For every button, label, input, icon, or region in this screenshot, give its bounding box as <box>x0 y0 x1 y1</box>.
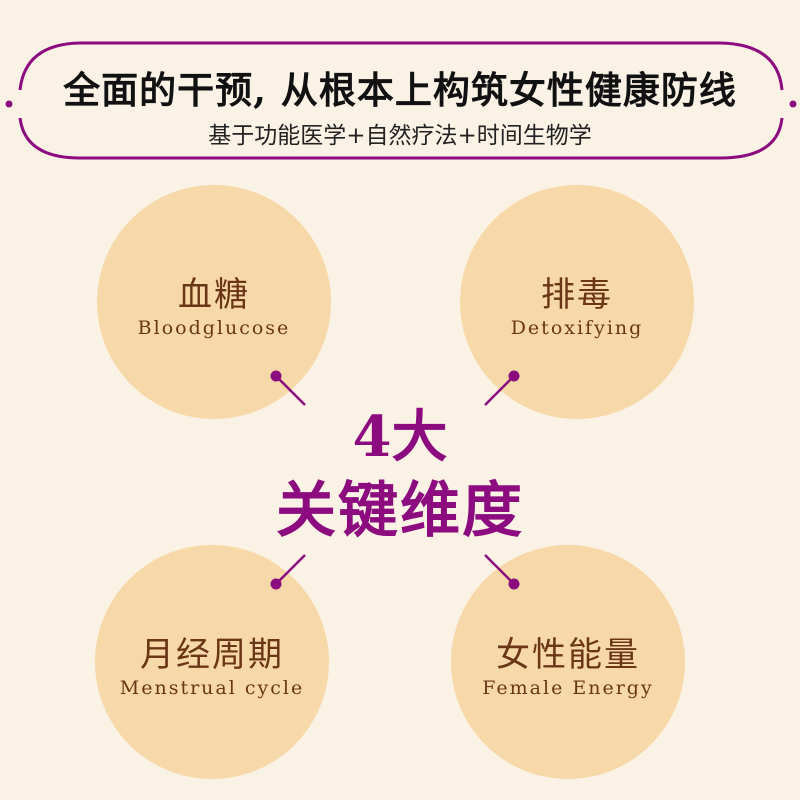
pin-line <box>484 375 515 406</box>
dimension-detoxifying: 排毒 Detoxifying <box>460 185 694 419</box>
pin-dot <box>508 578 520 590</box>
dimension-cn: 女性能量 <box>496 635 640 675</box>
dimension-en: Bloodglucose <box>137 317 291 339</box>
center-heading-count: 4大 <box>352 404 448 470</box>
pin-dot <box>270 370 282 382</box>
dimension-cn: 血糖 <box>178 275 250 315</box>
dimension-en: Female Energy <box>482 677 654 699</box>
dimension-en: Detoxifying <box>510 317 644 339</box>
dimension-bloodglucose: 血糖 Bloodglucose <box>97 185 331 419</box>
dimension-cn: 月经周期 <box>140 635 284 675</box>
header-title: 全面的干预, 从根本上构筑女性健康防线 <box>63 68 737 112</box>
pin-line <box>275 375 306 406</box>
pin-dot <box>508 370 520 382</box>
center-heading-title: 关键维度 <box>276 476 524 546</box>
dimension-menstrual-cycle: 月经周期 Menstrual cycle <box>95 545 329 779</box>
dimension-female-energy: 女性能量 Female Energy <box>451 545 685 779</box>
pin-dot <box>270 578 282 590</box>
header-subtitle: 基于功能医学+自然疗法+时间生物学 <box>208 123 592 149</box>
pin-line <box>484 554 515 585</box>
dimension-en: Menstrual cycle <box>119 677 305 699</box>
pin-line <box>275 554 306 585</box>
dimension-cn: 排毒 <box>541 275 613 315</box>
